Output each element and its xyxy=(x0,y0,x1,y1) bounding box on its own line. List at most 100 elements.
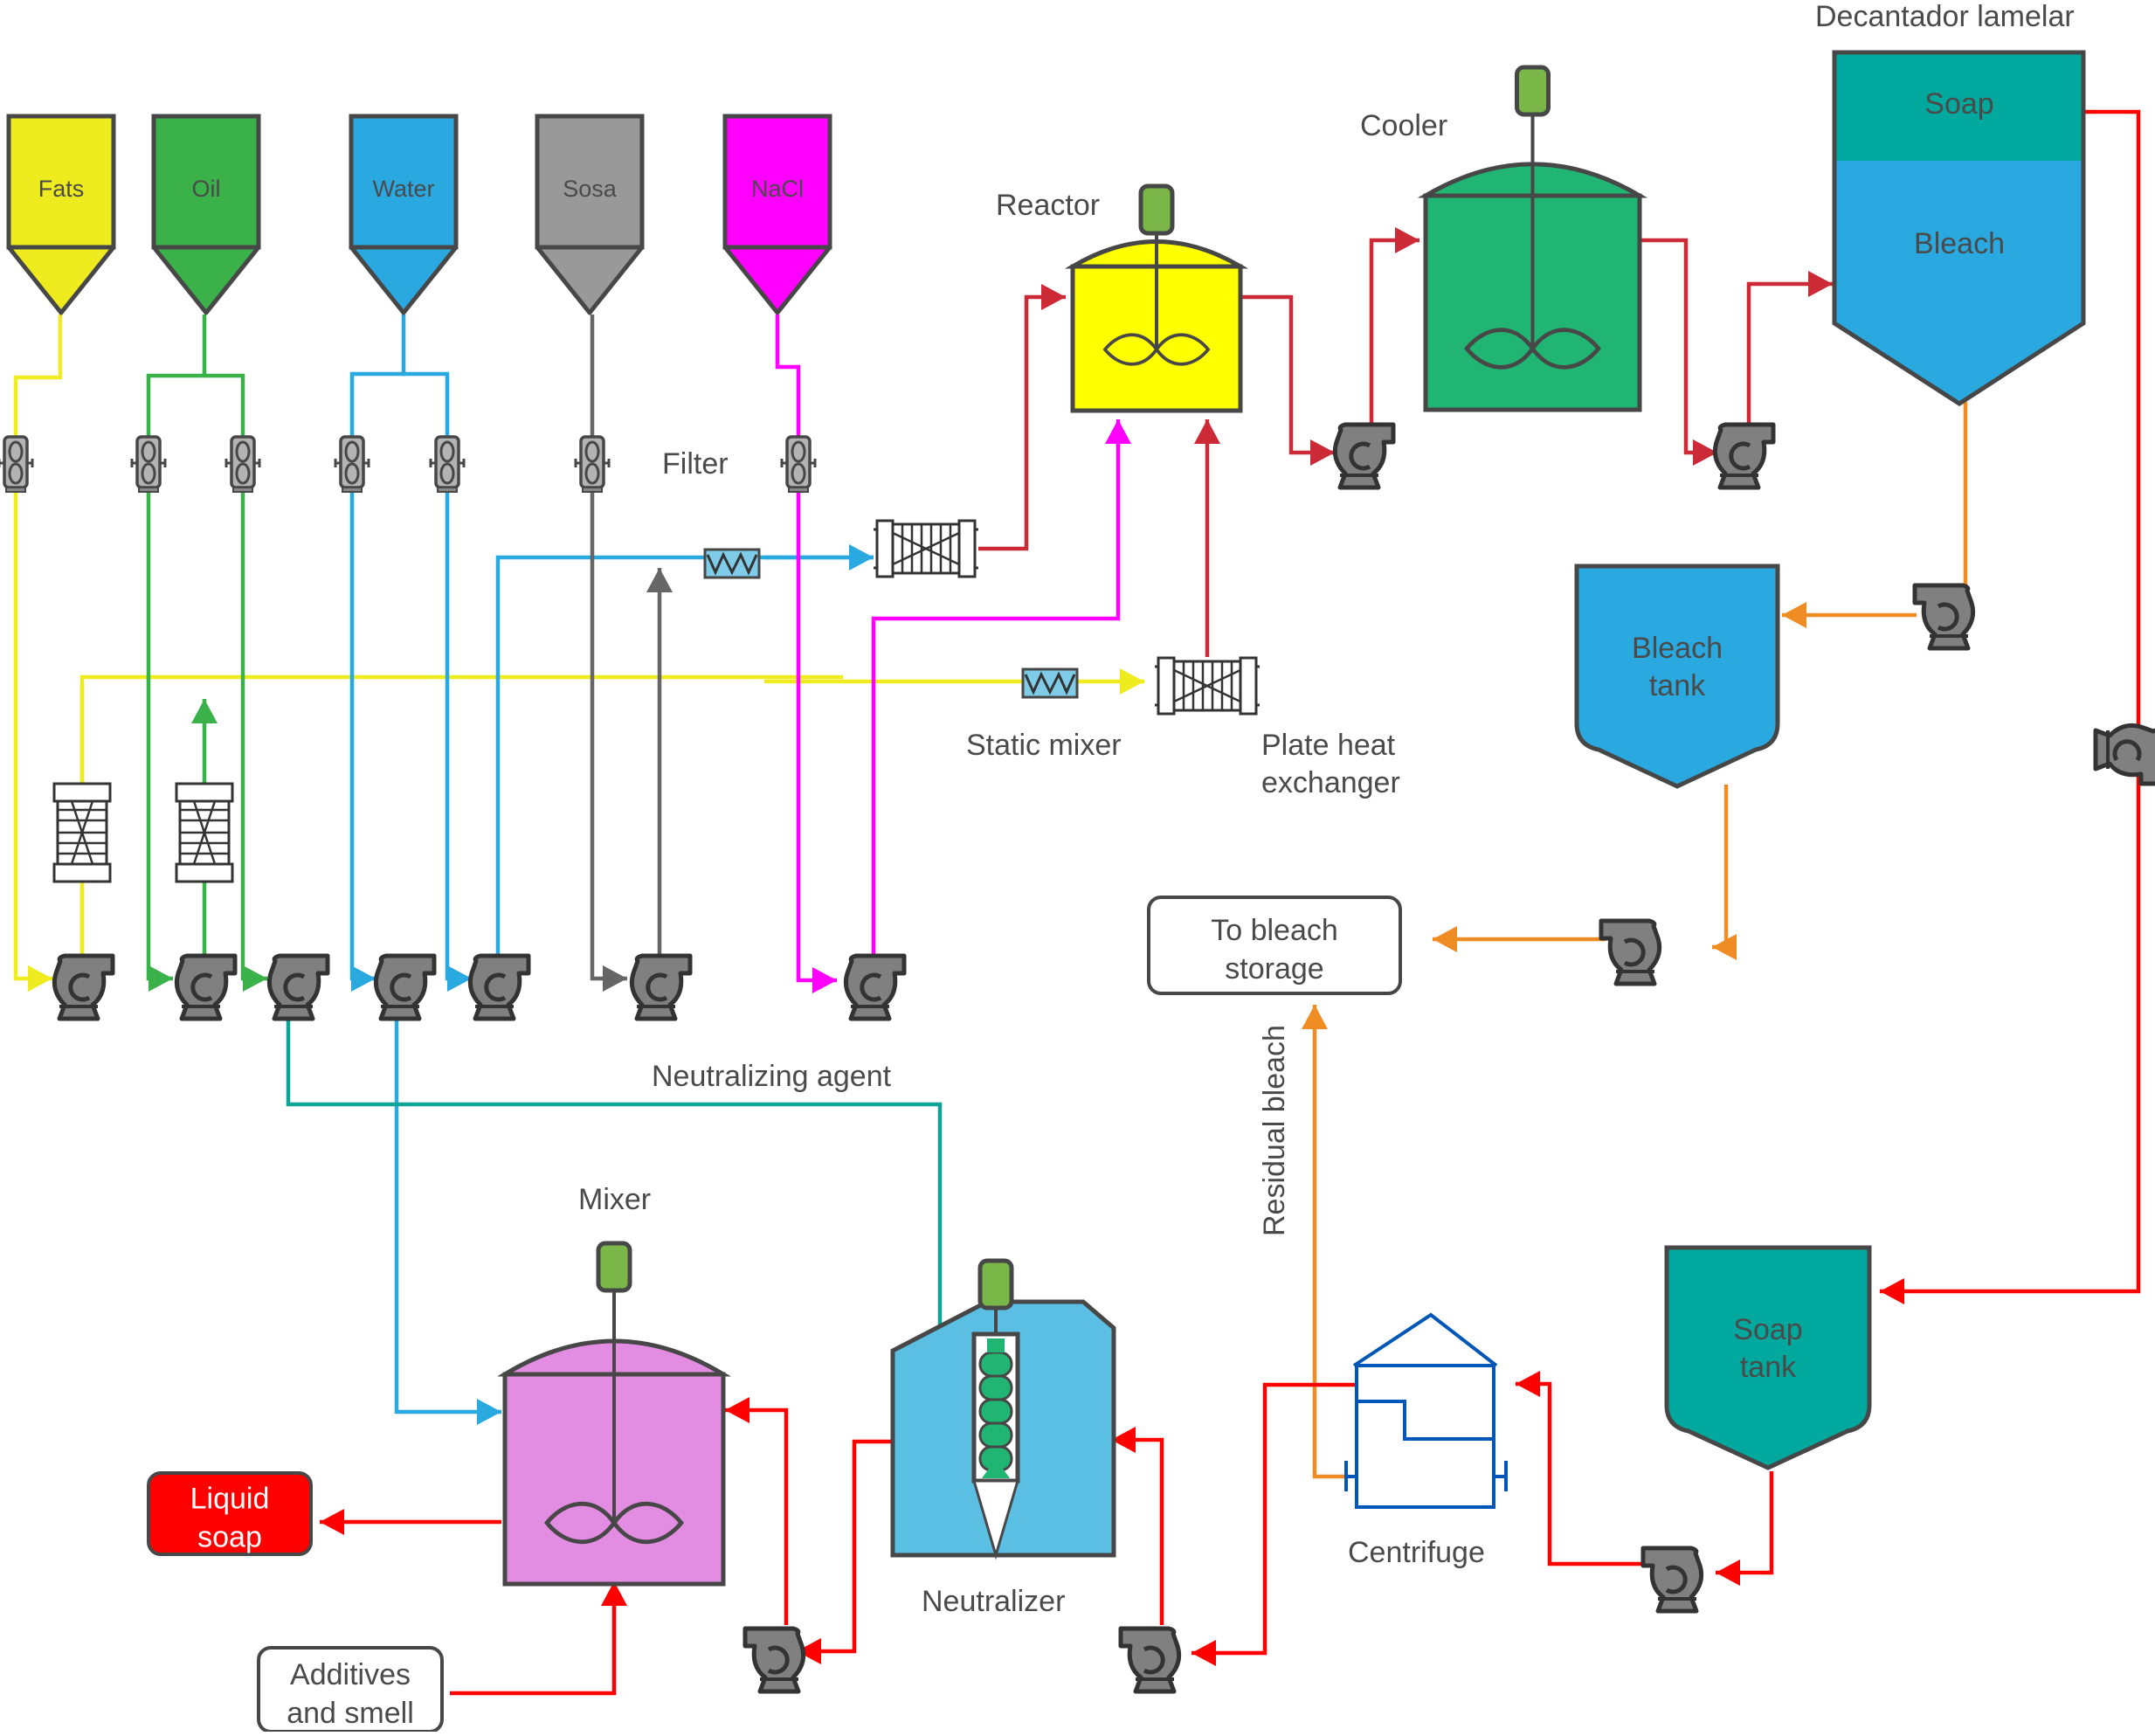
flow-arrow-icon xyxy=(1302,1005,1328,1029)
plate-heat-exchanger-icon xyxy=(1153,656,1261,716)
pipe-segment xyxy=(1932,402,1968,618)
pipe-segment xyxy=(1516,1381,1647,1567)
phx-to-reactor-return-line xyxy=(1194,419,1220,657)
soap-tank-to-pump-line xyxy=(1716,1471,1774,1586)
flowmeter-icon xyxy=(224,435,261,494)
liquid-soap: Liquid soap xyxy=(147,1471,313,1556)
flow-arrow-icon xyxy=(646,568,673,592)
flow-arrow-icon xyxy=(447,965,472,992)
decanter-label: Decantador lamelar xyxy=(1815,0,2075,33)
flowmeter-icon xyxy=(334,435,370,494)
liquid-soap-label-2: soap xyxy=(197,1521,262,1554)
flowmeter-icon xyxy=(574,435,611,494)
pump-to-mixer-line xyxy=(725,1397,789,1625)
silo-cone xyxy=(6,245,116,315)
flow-arrow-icon xyxy=(603,965,627,992)
flow-arrow-icon xyxy=(1516,1371,1540,1397)
filter-icon xyxy=(703,548,761,579)
phx-to-reactor-line xyxy=(978,284,1066,551)
screw-flight xyxy=(978,1421,1013,1449)
liquid-soap-box xyxy=(147,1471,313,1556)
centrifugal-pump-icon xyxy=(176,956,235,1019)
pipe-segment xyxy=(1240,294,1335,455)
decanter-to-pump-line xyxy=(1932,402,1968,618)
silo-body xyxy=(151,114,261,250)
mixer-to-liquid-soap-line xyxy=(320,1509,501,1535)
silo-label-fats: Fats xyxy=(38,176,85,202)
decanter-soap-layer xyxy=(1834,52,2083,161)
nacl-line-to-pump-7 xyxy=(775,315,837,993)
decanter-soap-label: Soap xyxy=(1924,87,1993,121)
reactor-to-pump-line xyxy=(1240,294,1335,466)
silo-water: Water xyxy=(349,114,459,315)
screw-flight xyxy=(978,1374,1013,1401)
bleach-tank-label-2: tank xyxy=(1649,669,1706,702)
centrifugal-pump-icon xyxy=(54,956,113,1019)
plate-hx-label-1: Plate heat xyxy=(1261,729,1396,762)
centrifugal-pump-icon xyxy=(846,956,904,1019)
water-line-to-pump-5 xyxy=(404,371,472,992)
pipe-segment xyxy=(1312,1005,1349,1479)
flow-arrow-icon xyxy=(1194,419,1220,444)
decanter-soap-to-soap-tank-line xyxy=(1880,109,2141,1304)
flow-arrow-icon xyxy=(1120,668,1144,695)
residual-bleach-label: Residual bleach xyxy=(1258,1025,1291,1236)
silo-body xyxy=(535,114,645,250)
pipe-segment xyxy=(590,315,627,981)
pipe-segment xyxy=(1880,109,2141,1294)
pipe-segment xyxy=(1191,1382,1357,1656)
residual-bleach-line xyxy=(1302,1005,1349,1479)
cooler-label: Cooler xyxy=(1360,109,1447,142)
bleach-tank-to-pump-line xyxy=(1712,785,1737,960)
oil-line-to-pump-2 xyxy=(146,315,207,992)
liquid-soap-label-1: Liquid xyxy=(190,1483,270,1516)
plate-heat-exchanger-icon xyxy=(175,782,234,883)
water-line-to-pump-4 xyxy=(349,315,406,992)
cooler-to-pump-line xyxy=(1640,238,1717,466)
centrifugal-pump-icon xyxy=(269,956,328,1019)
static-mixer-to-phx-line xyxy=(764,668,1144,695)
flow-arrow-icon xyxy=(1433,926,1457,952)
flow-arrow-icon xyxy=(1712,934,1737,960)
pipe-segment xyxy=(1746,281,1833,430)
tank-body xyxy=(1664,1245,1872,1470)
agitator-motor-icon xyxy=(598,1243,630,1290)
screw-tip xyxy=(982,1459,1010,1478)
agitator-motor-icon xyxy=(980,1261,1012,1308)
flow-arrow-icon xyxy=(1782,602,1806,628)
silo-body xyxy=(722,114,832,250)
pipe-segment xyxy=(1640,238,1717,455)
flow-arrow-icon xyxy=(601,1581,627,1606)
centrifugal-pump-icon xyxy=(1715,425,1773,488)
centrifugal-pump-icon xyxy=(1335,425,1393,488)
silo-oil: Oil xyxy=(151,114,261,315)
tank-body xyxy=(1574,564,1780,789)
flow-arrow-icon xyxy=(149,965,173,992)
centrifugal-pump-icon xyxy=(1601,921,1660,984)
fats-line-to-pump-1 xyxy=(13,315,63,992)
pump-to-bleach-storage-line xyxy=(1433,926,1606,952)
screw-top xyxy=(987,1338,1005,1352)
centrifugal-pump-icon xyxy=(376,956,434,1019)
silo-cone xyxy=(535,245,645,315)
pipe-segment xyxy=(450,1581,617,1696)
pipe-segment xyxy=(978,294,1066,551)
soap-tank-label-2: tank xyxy=(1740,1351,1797,1384)
agitator-motor-icon xyxy=(1517,67,1549,114)
pipe-segment xyxy=(1111,1437,1164,1625)
centrifugal-pump-icon xyxy=(1643,1548,1702,1611)
flow-arrow-icon xyxy=(351,965,376,992)
flow-arrow-icon xyxy=(1041,284,1066,310)
screw-flight xyxy=(978,1351,1013,1378)
centrifugal-pump-icon xyxy=(632,956,690,1019)
decanter-bleach-label: Bleach xyxy=(1914,227,2005,260)
flow-arrow-icon xyxy=(1716,1560,1740,1586)
centrifugal-pump-icon xyxy=(1915,585,1973,648)
pump-to-decanter-line xyxy=(1746,271,1833,430)
centrifuge-separator xyxy=(1357,1400,1494,1441)
silo-nacl: NaCl xyxy=(722,114,832,315)
pump-to-neutralizer-line xyxy=(1111,1427,1164,1625)
water-to-mixer-line xyxy=(394,1015,501,1425)
flow-arrow-icon xyxy=(191,699,218,723)
